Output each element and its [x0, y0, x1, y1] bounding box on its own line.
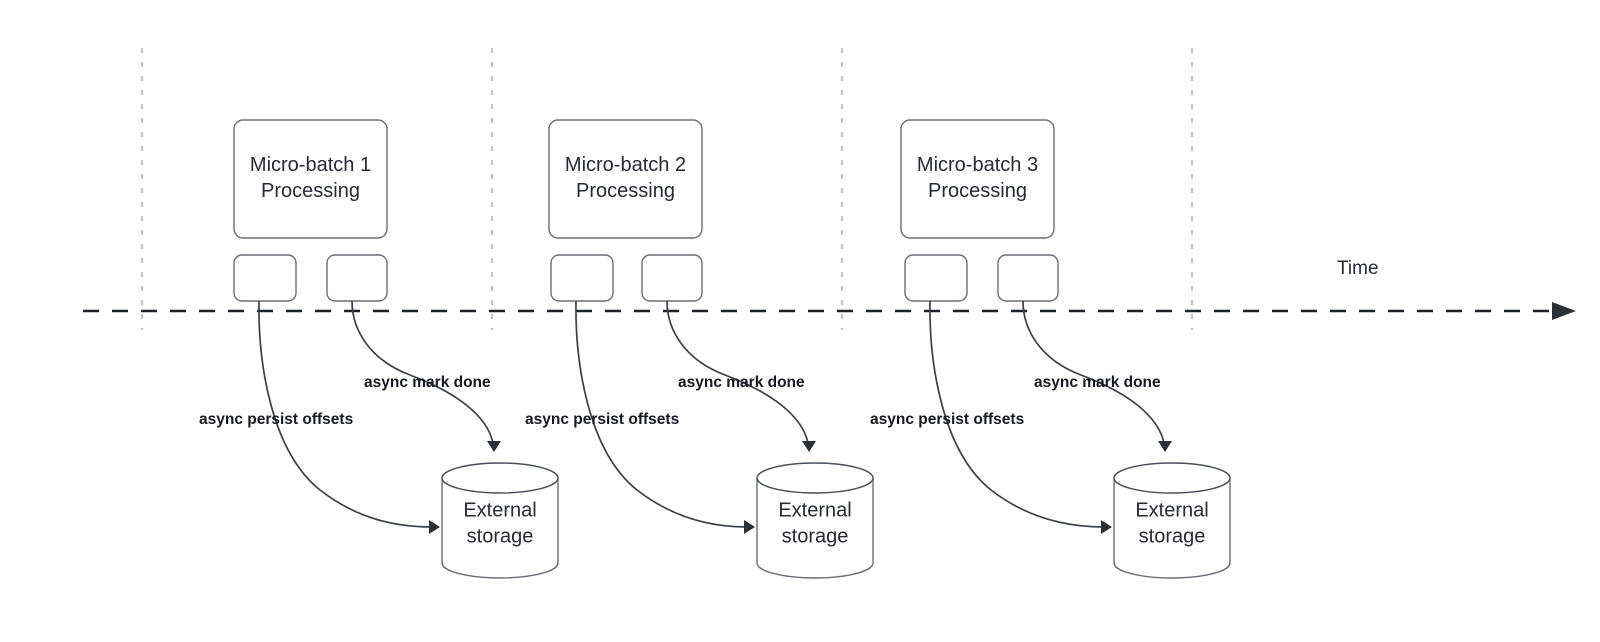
time-axis-label: Time [1337, 258, 1379, 279]
async-mark-done-3-path [1022, 300, 1165, 444]
async-mark-done-2-path [666, 300, 809, 444]
external-storage-3-body[interactable] [1113, 478, 1231, 579]
micro-batch-3-task-a[interactable] [904, 254, 968, 302]
async-mark-done-1-path [351, 300, 494, 444]
async-mark-done-2-label: async mark done [678, 374, 805, 391]
async-persist-offsets-2-arrowhead [744, 520, 755, 534]
async-persist-offsets-1-path [258, 300, 433, 528]
async-persist-offsets-1-label: async persist offsets [199, 411, 353, 428]
micro-batch-3-task-b[interactable] [997, 254, 1059, 302]
external-storage-1-top [441, 462, 559, 494]
external-storage-3-top [1113, 462, 1231, 494]
external-storage-2-top [756, 462, 874, 494]
async-persist-offsets-2-label: async persist offsets [525, 411, 679, 428]
async-mark-done-1-arrowhead [487, 441, 501, 452]
async-persist-offsets-2-path [575, 300, 748, 528]
micro-batch-1-task-a[interactable] [233, 254, 297, 302]
async-mark-done-3-label: async mark done [1034, 374, 1161, 391]
async-persist-offsets-1-arrowhead [429, 520, 440, 534]
async-mark-done-3-arrowhead [1158, 441, 1172, 452]
micro-batch-2-box[interactable] [548, 119, 703, 239]
external-storage-2-body[interactable] [756, 478, 874, 579]
micro-batch-3-box[interactable] [900, 119, 1055, 239]
micro-batch-2-task-b[interactable] [641, 254, 703, 302]
micro-batch-1-task-b[interactable] [326, 254, 388, 302]
async-persist-offsets-3-arrowhead [1101, 520, 1112, 534]
async-persist-offsets-3-path [929, 300, 1105, 528]
micro-batch-2-task-a[interactable] [550, 254, 614, 302]
async-mark-done-1-label: async mark done [364, 374, 491, 391]
micro-batch-1-box[interactable] [233, 119, 388, 239]
time-axis-arrowhead [1552, 302, 1576, 320]
async-mark-done-2-arrowhead [802, 441, 816, 452]
external-storage-1-body[interactable] [441, 478, 559, 579]
async-persist-offsets-3-label: async persist offsets [870, 411, 1024, 428]
